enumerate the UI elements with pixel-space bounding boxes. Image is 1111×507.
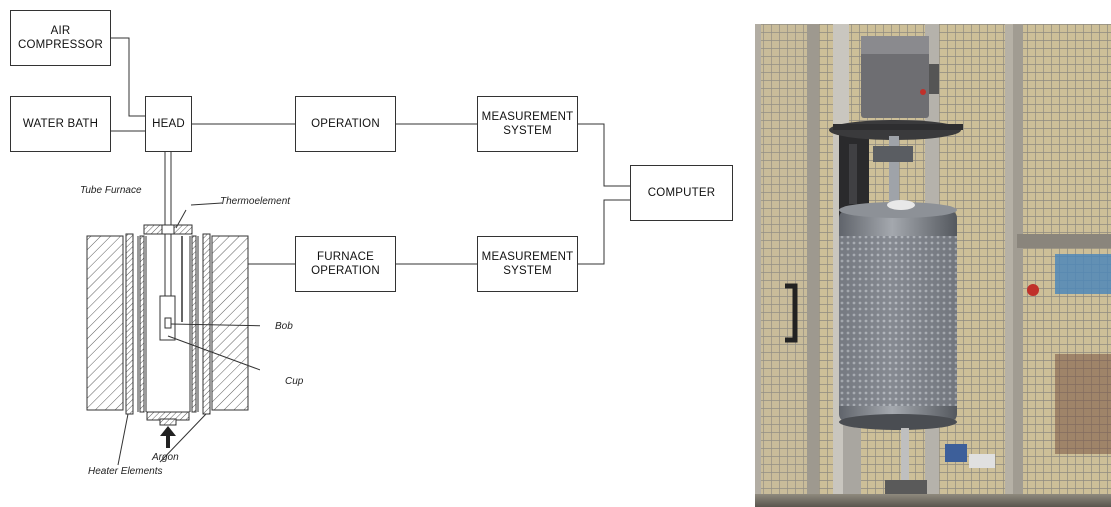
head-box: HEAD — [145, 96, 192, 152]
cup-label: Cup — [285, 376, 304, 387]
red-button — [1027, 284, 1039, 296]
tube-furnace-drawing — [86, 202, 260, 466]
head-unit — [861, 36, 929, 118]
measurement-system-bottom-label: MEASUREMENT SYSTEM — [481, 251, 574, 277]
bottom-cap — [146, 411, 190, 426]
air-compressor-label: AIR COMPRESSOR — [17, 25, 104, 51]
tube-furnace-label: Tube Furnace — [80, 185, 142, 196]
bob-label: Bob — [275, 321, 293, 332]
furnace-insulation-left — [86, 235, 124, 411]
top-cap-white — [887, 200, 915, 210]
furnace-insulation-right — [211, 235, 249, 411]
head-label: HEAD — [152, 118, 185, 130]
thermoelement — [175, 209, 187, 322]
apparatus-photo — [755, 24, 1111, 507]
argon-arrow — [160, 426, 176, 448]
measurement-system-top-box: MEASUREMENT SYSTEM — [477, 96, 578, 152]
operation-box: OPERATION — [295, 96, 396, 152]
top-cap — [143, 224, 193, 235]
diagram-connectors — [111, 37, 630, 296]
computer-label: COMPUTER — [647, 187, 716, 199]
water-bath-box: WATER BATH — [10, 96, 111, 152]
heater-elements — [125, 233, 211, 415]
measurement-system-top-label: MEASUREMENT SYSTEM — [481, 111, 574, 137]
cup-and-bob — [159, 295, 176, 341]
furnace-operation-label: FURNACE OPERATION — [311, 251, 380, 277]
furnace-operation-box: FURNACE OPERATION — [295, 236, 396, 292]
lower-rod — [901, 428, 909, 492]
measurement-system-bottom-box: MEASUREMENT SYSTEM — [477, 236, 578, 292]
spindle — [889, 136, 899, 206]
label-leaders — [117, 202, 260, 466]
left-door-handle — [785, 283, 798, 343]
thermoelement-label: Thermoelement — [220, 196, 291, 207]
computer-box: COMPUTER — [630, 165, 733, 221]
operation-label: OPERATION — [311, 118, 380, 130]
heater-elements-label: Heater Elements — [88, 466, 163, 477]
argon-label: Argon — [152, 452, 179, 463]
air-compressor-box: AIR COMPRESSOR — [10, 10, 111, 66]
water-bath-label: WATER BATH — [22, 118, 99, 130]
